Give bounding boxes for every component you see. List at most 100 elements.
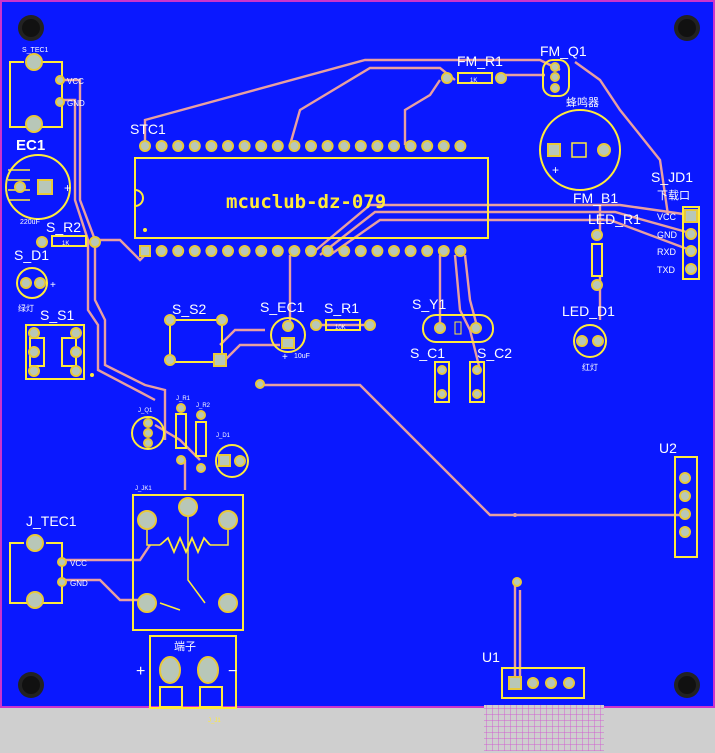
keepout-area	[484, 705, 604, 751]
s-tec1-label: S_TEC1	[22, 47, 49, 54]
u1-header: U1	[482, 577, 585, 699]
svg-text:+: +	[64, 181, 71, 195]
terminal-plus: +	[136, 663, 145, 680]
ec1-label: EC1	[16, 137, 45, 154]
s-tec1-gnd: GND	[67, 99, 85, 108]
j-j1-label: J_J1	[208, 718, 221, 724]
svg-text:+: +	[552, 163, 559, 177]
mcu-pin-pad	[205, 245, 218, 257]
mcu-pin-pad	[321, 140, 334, 152]
mcu-pin-pad	[188, 245, 201, 257]
svg-text:+: +	[50, 280, 56, 291]
j-jk1-label: J_JK1	[135, 486, 152, 492]
s-s1-label: S_S1	[40, 307, 74, 323]
j-d1-label: J_D1	[216, 433, 231, 439]
j-q1-label: J_Q1	[138, 408, 153, 414]
s-tec1-vcc: VCC	[67, 77, 84, 86]
mcu-pin-pad	[205, 140, 218, 152]
stc1-mcu: STC1 mcuclub-dz-079	[130, 121, 489, 257]
mounting-holes	[18, 15, 700, 698]
s-r1-resistor: 10K S_R1	[310, 300, 376, 331]
mcu-pin-pad	[188, 140, 201, 152]
s-jd1-pin-rxd: RXD	[657, 247, 677, 257]
vias	[255, 379, 517, 517]
led-r1-resistor: LED_R1	[588, 211, 641, 291]
ec1-value: 220uF	[20, 219, 40, 226]
mcu-pin-pad	[388, 140, 400, 152]
mcu-pin-pad	[421, 245, 434, 257]
s-r2-label: S_R2	[46, 219, 81, 235]
s-s2-button: S_S2	[164, 301, 228, 367]
led-d1-label: LED_D1	[562, 303, 615, 319]
mcu-pin-pad	[172, 245, 185, 257]
mcu-pin-pad	[139, 245, 151, 257]
mcu-pin-pad	[338, 245, 351, 257]
j-tec1-vcc: VCC	[70, 559, 87, 568]
mcu-pin-pad	[371, 245, 384, 257]
board-outline	[0, 0, 715, 708]
s-jd1-pin-vcc: VCC	[657, 212, 677, 222]
fm-b1-buzzer: + 蜂鸣器 FM_B1	[539, 95, 621, 206]
s-c2-capacitor: S_C2	[469, 345, 512, 403]
mcu-pin-pad	[338, 140, 351, 152]
mcu-pin-pad	[388, 245, 400, 257]
mcu-pin-pad	[255, 245, 268, 257]
mcu-pin-pad	[288, 140, 301, 152]
fm-q1-label: FM_Q1	[540, 43, 587, 59]
s-s2-label: S_S2	[172, 301, 206, 317]
u2-label: U2	[659, 440, 677, 456]
mcu-pin-pad	[421, 140, 434, 152]
mcu-pin-pad	[222, 140, 234, 152]
fm-r1-resistor: 1K FM_R1	[441, 53, 507, 84]
s-d1-led: + S_D1 绿灯	[14, 247, 56, 313]
s-r2-resistor: 1K S_R2	[36, 219, 101, 248]
s-y1-label: S_Y1	[412, 296, 446, 312]
mcu-pin-pad	[371, 140, 384, 152]
j-tec1-connector: J_TEC1 VCC GND	[9, 513, 88, 609]
led-d1-led: LED_D1 红灯	[562, 303, 615, 372]
mcu-pin-pad	[404, 140, 417, 152]
mcu-pin-pad	[354, 140, 367, 152]
mcu-pin-pad	[305, 245, 317, 257]
j-jk1-relay: J_JK1	[132, 486, 244, 631]
fm-b1-label: FM_B1	[573, 190, 618, 206]
s-jd1-pin-gnd: GND	[657, 230, 678, 240]
mcu-pin-pad	[404, 245, 417, 257]
s-jd1-pin-txd: TXD	[657, 265, 676, 275]
s-c2-label: S_C2	[477, 345, 512, 361]
fm-r1-label: FM_R1	[457, 53, 503, 69]
s-r1-value: 10K	[335, 325, 346, 331]
s-r2-value: 1K	[62, 241, 69, 247]
mcu-pin-pad	[271, 245, 284, 257]
mcu-pin-pad	[222, 245, 234, 257]
led-r1-label: LED_R1	[588, 211, 641, 227]
mcu-pin-pad	[437, 140, 450, 152]
mcu-pin-pad	[238, 245, 251, 257]
j-r2-label: J_R2	[196, 403, 211, 409]
j-tec1-label: J_TEC1	[26, 513, 77, 529]
s-ec1-capacitor: + S_EC1 10uF	[260, 299, 310, 363]
s-jd1-download: 下载口	[657, 189, 690, 202]
s-d1-note: 绿灯	[18, 303, 34, 313]
j-r2-resistor: J_R2	[195, 403, 211, 473]
fm-q1-transistor: FM_Q1	[540, 43, 587, 97]
mcu-pin-pad	[155, 245, 168, 257]
mcu-pin-pad	[437, 245, 450, 257]
board-title: mcuclub-dz-079	[226, 191, 386, 213]
mcu-pin-pad	[238, 140, 251, 152]
svg-text:+: +	[282, 352, 288, 363]
s-ec1-label: S_EC1	[260, 299, 305, 315]
j-j1-terminal: 端子 + − J_J1	[136, 635, 237, 724]
stc1-label: STC1	[130, 121, 166, 137]
j-tec1-gnd: GND	[70, 579, 88, 588]
mcu-pin-pad	[172, 140, 185, 152]
u1-label: U1	[482, 649, 500, 665]
ec1-capacitor: + EC1 220uF	[5, 137, 71, 226]
j-r1-label: J_R1	[176, 396, 191, 402]
s-c1-label: S_C1	[410, 345, 445, 361]
led-d1-note: 红灯	[582, 362, 598, 372]
j-r1-resistor: J_R1	[175, 396, 191, 465]
fm-buzzer-note: 蜂鸣器	[566, 95, 599, 109]
s-jd1-header: S_JD1 下载口 VCC GND RXD TXD	[651, 169, 700, 280]
s-jd1-label: S_JD1	[651, 169, 693, 185]
